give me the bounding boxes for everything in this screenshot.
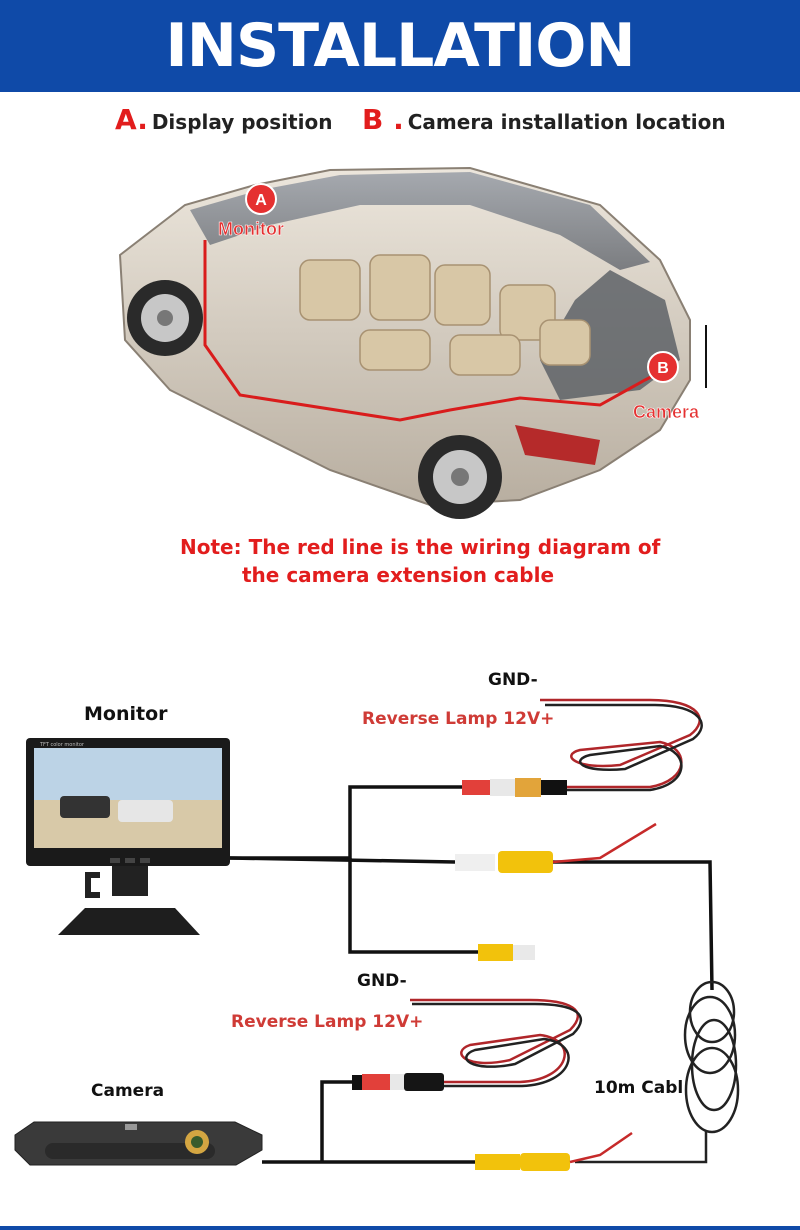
legend-item-display: A.Display position: [115, 103, 332, 136]
marker-camera-label: Camera: [633, 402, 700, 422]
marker-monitor-label: Monitor: [218, 219, 284, 239]
footer-divider: [0, 1226, 800, 1230]
camera-label: Camera: [91, 1081, 165, 1101]
reverse-lamp-label-top: Reverse Lamp 12V+: [362, 709, 555, 729]
legend-item-camera: B .Camera installation location: [362, 103, 726, 136]
gnd-label-top: GND-: [488, 670, 538, 690]
legend-letter-b: B .: [362, 103, 404, 136]
cable-length-label: 10m Cabl: [594, 1078, 684, 1098]
note-line-1: Note: The red line is the wiring diagram…: [180, 535, 661, 559]
monitor-screen-text: TFT color monitor: [39, 742, 85, 748]
camera-device: [14, 1121, 263, 1166]
reverse-lamp-label-bottom: Reverse Lamp 12V+: [231, 1012, 424, 1032]
note-line-2: the camera extension cable: [242, 563, 555, 587]
badge-b-text: B: [657, 360, 669, 377]
monitor-label: Monitor: [84, 703, 168, 725]
badge-a-text: A: [255, 192, 267, 209]
page-title: INSTALLATION DIAGRAM: [0, 0, 800, 173]
gnd-label-bottom: GND-: [357, 971, 407, 991]
legend-text-camera: Camera installation location: [407, 110, 726, 134]
monitor-device: TFT color monitor: [26, 738, 230, 935]
legend-letter-a: A.: [115, 103, 148, 136]
legend-text-display: Display position: [151, 110, 333, 134]
